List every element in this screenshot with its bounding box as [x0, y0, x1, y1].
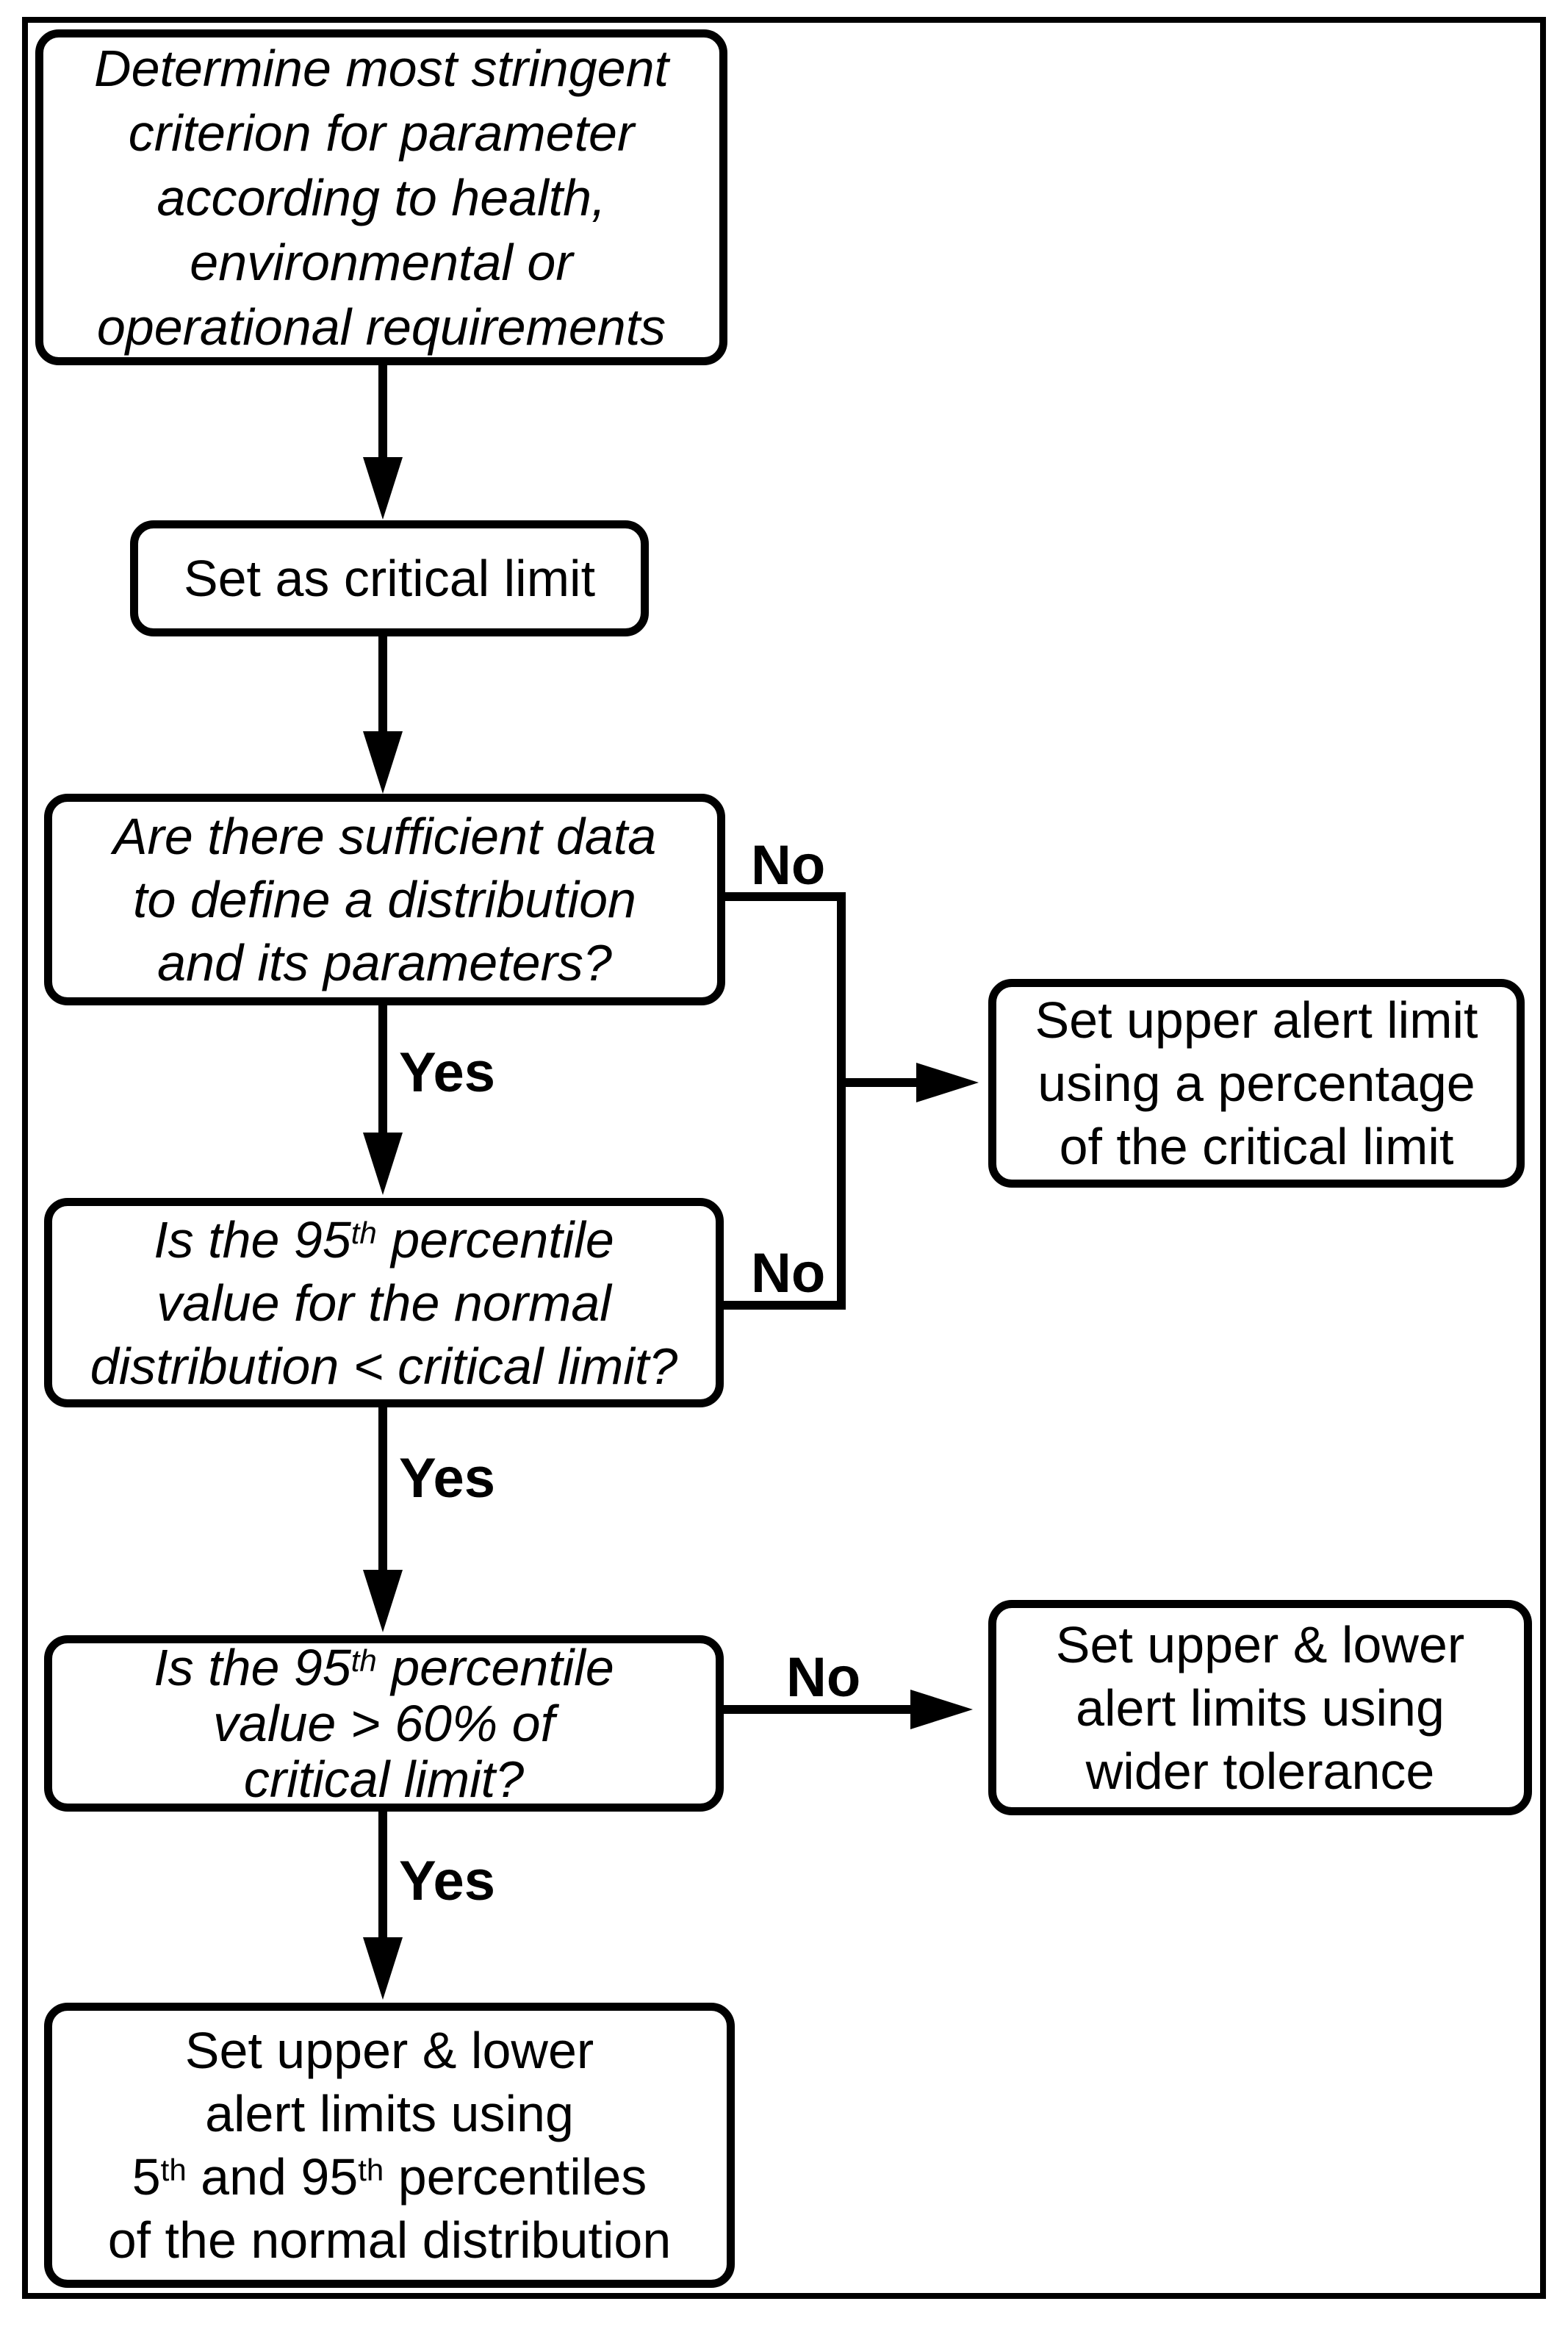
arrow-line-box1-to-box2: [378, 364, 387, 459]
arrow-line-to-upper-alert-box: [844, 1078, 918, 1087]
arrow-line-yes-box6-to-box8: [378, 1810, 387, 1939]
arrow-line-box2-to-box3: [378, 634, 387, 733]
arrowhead-box1-to-box2: [363, 457, 403, 520]
arrowhead-yes-box3-to-box4: [363, 1133, 403, 1195]
label-no-sufficient-data: No: [751, 834, 826, 897]
outer-border: [22, 17, 1546, 2299]
arrow-line-yes-box3-to-box4: [378, 1002, 387, 1134]
no-line-from-sufficient-data: [722, 892, 846, 901]
label-yes-sufficient-data: Yes: [399, 1041, 496, 1104]
arrowhead-box2-to-box3: [363, 731, 403, 794]
arrow-line-no-to-wider-tolerance: [722, 1705, 912, 1714]
label-yes-lt-critical: Yes: [399, 1447, 496, 1510]
arrowhead-yes-box4-to-box6: [363, 1570, 403, 1632]
arrowhead-no-to-wider-tolerance: [910, 1690, 973, 1729]
label-no-lt-critical: No: [751, 1242, 826, 1305]
arrow-line-yes-box4-to-box6: [378, 1406, 387, 1571]
no-line-from-lt-critical: [722, 1301, 846, 1310]
arrowhead-to-upper-alert-box: [916, 1063, 979, 1102]
arrowhead-yes-box6-to-box8: [363, 1937, 403, 2000]
label-no-gt-60: No: [786, 1646, 861, 1709]
label-yes-gt-60: Yes: [399, 1850, 496, 1912]
box-set-as-critical-limit: Set as critical limit: [130, 520, 649, 636]
no-connector-vertical: [837, 892, 846, 1310]
